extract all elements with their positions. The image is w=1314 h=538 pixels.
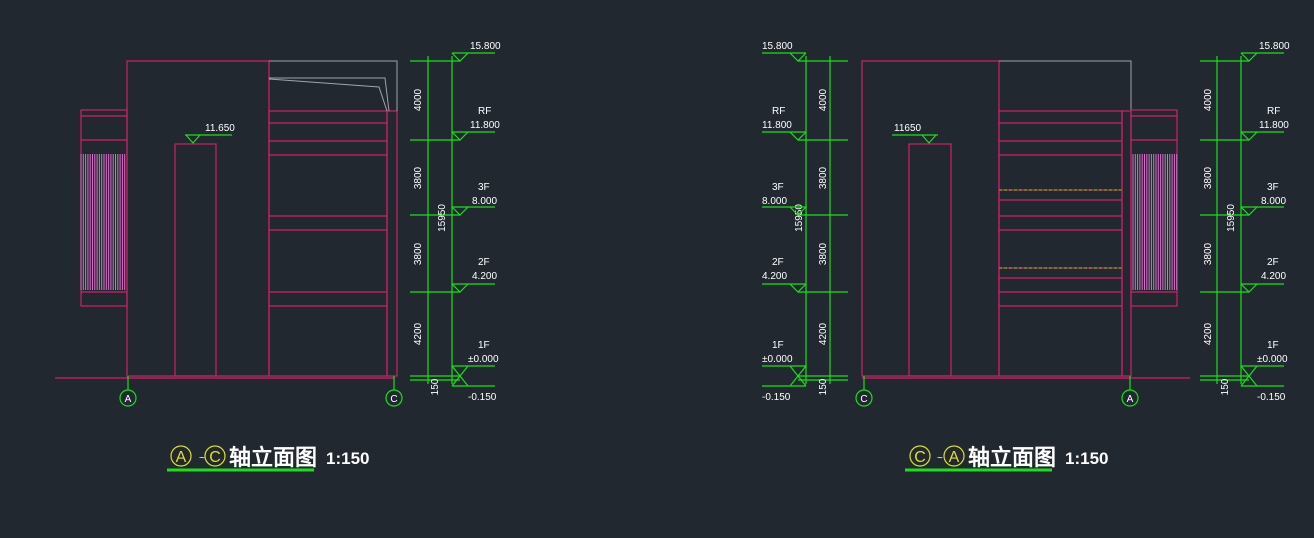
svg-text:1F: 1F	[1267, 340, 1279, 351]
svg-text:15950: 15950	[1226, 204, 1237, 232]
svg-text:2F: 2F	[772, 257, 784, 268]
elevation-mark-icon	[185, 134, 201, 144]
svg-text:4000: 4000	[818, 88, 829, 111]
dim-4200: 4200	[413, 322, 424, 345]
main-body	[998, 110, 1123, 377]
svg-text:~: ~	[199, 453, 205, 464]
svg-text:-0.150: -0.150	[762, 392, 791, 403]
side-wall	[386, 110, 398, 377]
louver-screen	[1132, 154, 1178, 290]
level-name: 1F	[478, 340, 490, 351]
roof-mark-label: 11650	[894, 123, 922, 134]
main-body	[268, 110, 388, 377]
level-value: -0.150	[468, 392, 497, 403]
svg-text:150: 150	[818, 378, 829, 395]
dim-ticks	[410, 60, 460, 381]
svg-text:4200: 4200	[1203, 322, 1214, 345]
drawing-title-left: A ~ C 轴立面图 1:150	[167, 445, 369, 472]
level-name: 3F	[478, 182, 490, 193]
svg-text:4.200: 4.200	[1261, 271, 1286, 282]
level-value: 8.000	[472, 196, 497, 207]
drawing-title-right: C ~ A 轴立面图 1:150	[905, 445, 1108, 472]
dim-4000: 4000	[413, 88, 424, 111]
svg-text:3800: 3800	[1203, 242, 1214, 265]
scale-text: 1:150	[326, 449, 369, 468]
tower-opening	[908, 143, 952, 377]
stair-tower	[126, 60, 270, 377]
side-wall	[1121, 110, 1132, 377]
svg-text:1F: 1F	[772, 340, 784, 351]
svg-text:11.800: 11.800	[762, 120, 792, 131]
svg-text:8.000: 8.000	[762, 196, 787, 207]
svg-text:4200: 4200	[818, 322, 829, 345]
svg-text:3800: 3800	[818, 166, 829, 189]
svg-text:3F: 3F	[772, 182, 784, 193]
svg-text:C: C	[914, 449, 926, 466]
level-value: ±0.000	[468, 354, 499, 365]
title-text: 轴立面图	[229, 445, 317, 471]
svg-text:2F: 2F	[1267, 257, 1279, 268]
svg-text:3800: 3800	[818, 242, 829, 265]
axis-bubble-c: C	[385, 389, 403, 407]
svg-text:3800: 3800	[1203, 166, 1214, 189]
svg-text:4.200: 4.200	[762, 271, 787, 282]
scale-text: 1:150	[1065, 449, 1108, 468]
axis-bubble-a: A	[119, 389, 137, 407]
axis-bubble-c: C	[855, 389, 873, 407]
svg-text:15.800: 15.800	[1259, 41, 1290, 52]
level-marks	[451, 52, 495, 387]
svg-text:C: C	[390, 394, 397, 405]
svg-text:8.000: 8.000	[1261, 196, 1286, 207]
level-name: RF	[478, 106, 491, 117]
tower-opening	[174, 143, 217, 377]
elevation-mark-icon	[921, 134, 937, 144]
svg-text:±0.000: ±0.000	[1257, 354, 1288, 365]
svg-text:A: A	[125, 394, 132, 405]
svg-text:-0.150: -0.150	[1257, 392, 1286, 403]
level-name: 2F	[478, 257, 490, 268]
dim-150: 150	[430, 378, 441, 395]
dim-3800-b: 3800	[413, 242, 424, 265]
svg-text:15.800: 15.800	[762, 41, 793, 52]
level-value: 11.800	[470, 120, 500, 131]
dim-3800-a: 3800	[413, 166, 424, 189]
level-value: 15.800	[470, 41, 501, 52]
svg-text:A: A	[949, 449, 960, 466]
dim-total: 15950	[437, 204, 448, 232]
svg-text:15950: 15950	[794, 204, 805, 232]
svg-text:~: ~	[937, 453, 943, 464]
left-elevation: 11.650 A C 4000 3800 3800 4200 150 15950	[55, 41, 501, 472]
svg-text:RF: RF	[772, 106, 785, 117]
svg-text:C: C	[209, 449, 221, 466]
svg-text:4000: 4000	[1203, 88, 1214, 111]
level-value: 4.200	[472, 271, 497, 282]
stair-tower	[861, 60, 1000, 377]
svg-text:A: A	[176, 449, 187, 466]
title-text: 轴立面图	[968, 445, 1056, 471]
axis-bubble-a: A	[1121, 389, 1139, 407]
louver-screen	[80, 154, 126, 290]
svg-text:150: 150	[1220, 378, 1231, 395]
svg-text:±0.000: ±0.000	[762, 354, 793, 365]
svg-text:11.800: 11.800	[1259, 120, 1289, 131]
svg-text:3F: 3F	[1267, 182, 1279, 193]
svg-text:A: A	[1127, 394, 1134, 405]
svg-text:RF: RF	[1267, 106, 1280, 117]
svg-text:C: C	[860, 394, 867, 405]
right-elevation: 11650 C A 4000 3800 3800 4200 150 15950	[762, 41, 1290, 472]
roof-mark-label: 11.650	[205, 123, 235, 134]
